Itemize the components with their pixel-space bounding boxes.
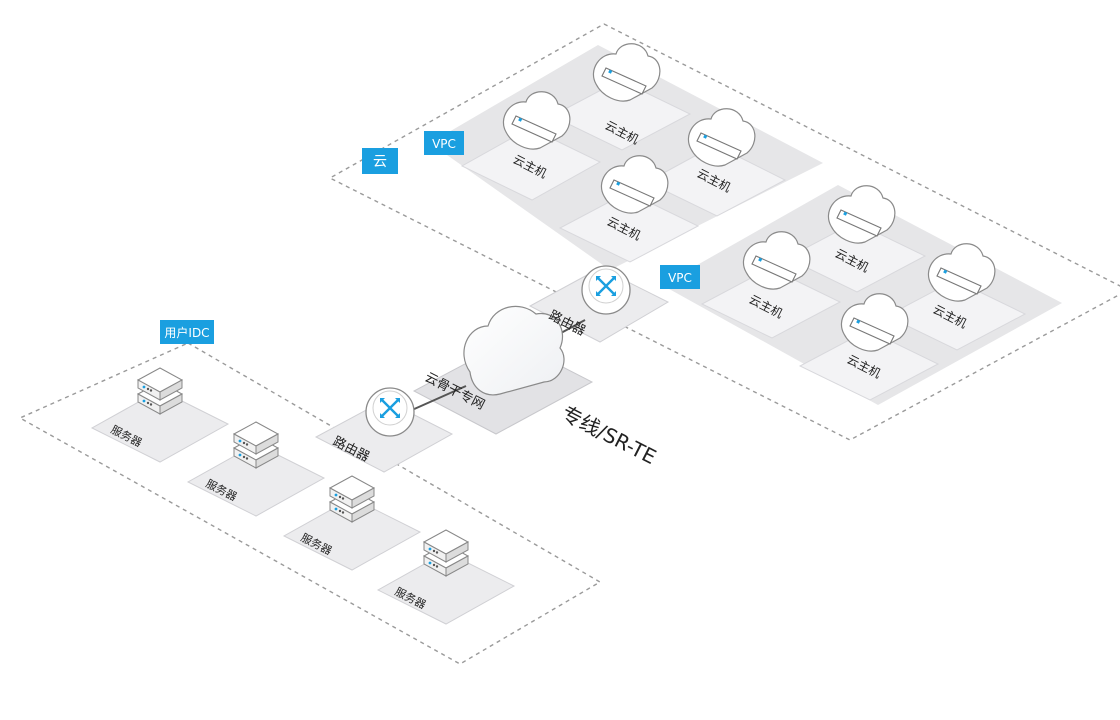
cloud-host-icon [827, 185, 896, 244]
cloud-host-icon [600, 155, 669, 214]
link-label: 专线/SR-TE [558, 401, 660, 469]
cloud-host-icon [840, 293, 909, 352]
cloud-host-icon [927, 243, 996, 302]
cloud-host-icon [502, 91, 571, 150]
server-icon [136, 367, 184, 415]
vpc-right-hosts [700, 221, 1027, 401]
vpc-left-label: VPC [432, 137, 456, 151]
vpc-left-hosts [460, 79, 787, 263]
link-router-to-backbone [411, 385, 467, 411]
idc-zone-label: 用户IDC [164, 325, 209, 340]
idc-zone-outline [18, 342, 602, 665]
router-icon-cloud [581, 265, 631, 315]
cloud-host-icon [687, 108, 756, 167]
server-icons [136, 367, 470, 577]
vpc-right-area [662, 185, 1062, 405]
cloud-host-icon [592, 43, 661, 102]
cloud-host-icons [502, 43, 996, 352]
server-icon [232, 421, 280, 469]
server-icon [328, 475, 376, 523]
server-icon [422, 529, 470, 577]
idc-zone-tag: 用户IDC [160, 320, 214, 344]
backbone-cloud-icon [463, 305, 565, 396]
vpc-left-tag: VPC [424, 131, 464, 155]
vpc-right-tag: VPC [660, 265, 700, 289]
router-icon-idc [365, 387, 415, 437]
cloud-zone-tag: 云 [362, 148, 398, 174]
vpc-right-label: VPC [668, 271, 692, 285]
cloud-host-icon [742, 231, 811, 290]
idc-servers [90, 389, 516, 625]
cloud-zone-label: 云 [373, 154, 387, 170]
router-idc-tile [314, 399, 454, 473]
